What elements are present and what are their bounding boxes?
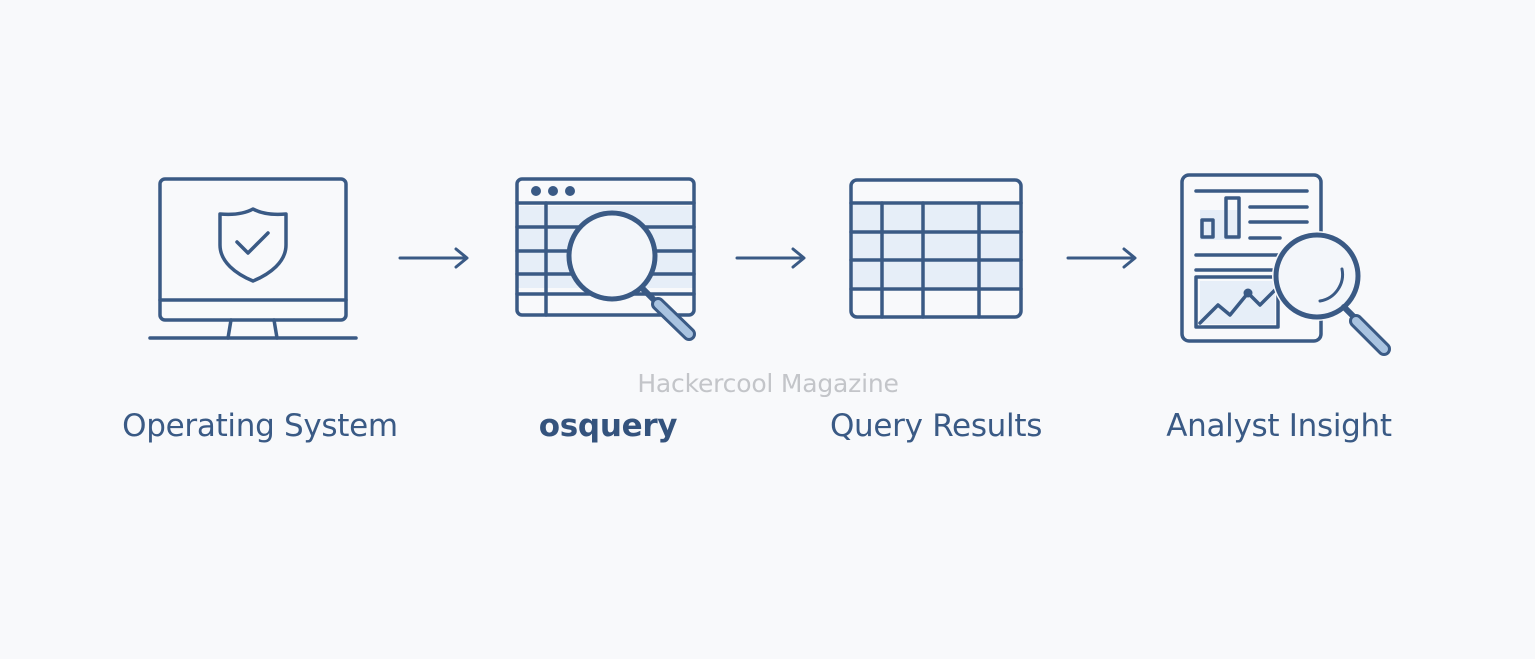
arrow-right-icon <box>735 247 806 269</box>
arrow-right-icon <box>398 247 469 269</box>
report-magnifier-icon <box>1180 173 1391 356</box>
table-grid-icon <box>849 178 1023 319</box>
step-label-analyst-insight: Analyst Insight <box>1166 408 1392 444</box>
arrow-right-icon <box>1066 247 1137 269</box>
step-label-osquery: osquery <box>538 408 678 444</box>
step-label-query-results: Query Results <box>829 408 1043 444</box>
watermark: Hackercool Magazine <box>637 369 899 398</box>
step-label-operating-system: Operating System <box>122 408 398 444</box>
table-magnifier-icon <box>515 177 696 341</box>
monitor-shield-icon <box>148 177 358 340</box>
